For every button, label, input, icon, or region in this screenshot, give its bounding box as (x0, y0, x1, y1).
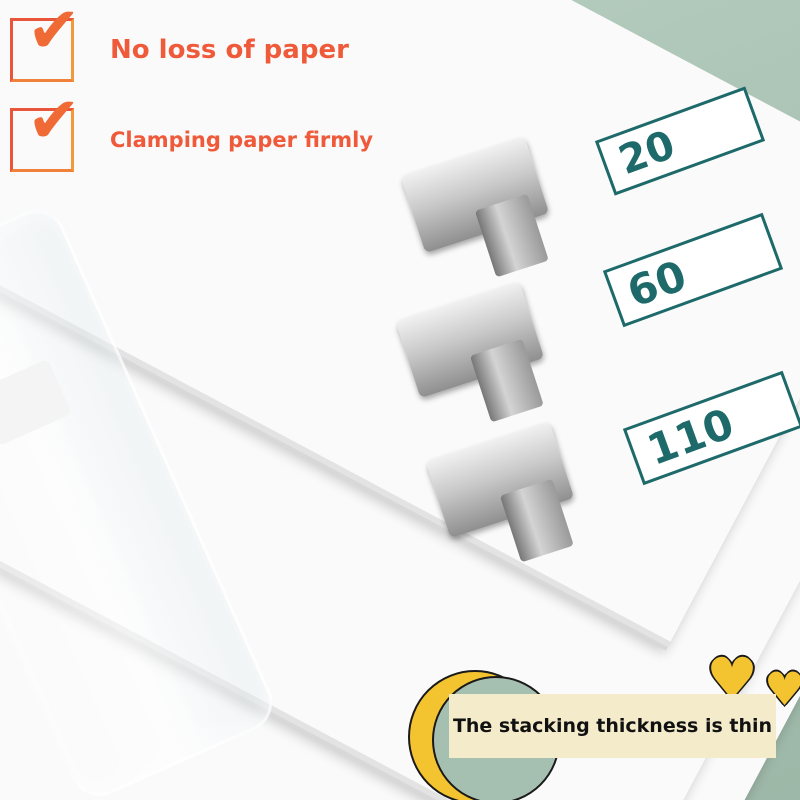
stapler-head (0, 358, 73, 447)
checkbox-checked-icon: ✔ (10, 89, 81, 172)
thickness-banner: The stacking thickness is thin (449, 694, 776, 758)
feature-label: Clamping paper firmly (110, 128, 374, 152)
check-icon: ✔ (27, 0, 81, 68)
feature-no-loss: ✔ No loss of paper (10, 0, 349, 82)
checkbox-checked-icon: ✔ (10, 0, 81, 82)
check-icon: ✔ (27, 84, 81, 158)
feature-label: No loss of paper (110, 35, 349, 65)
feature-clamping: ✔ Clamping paper firmly (10, 89, 374, 172)
